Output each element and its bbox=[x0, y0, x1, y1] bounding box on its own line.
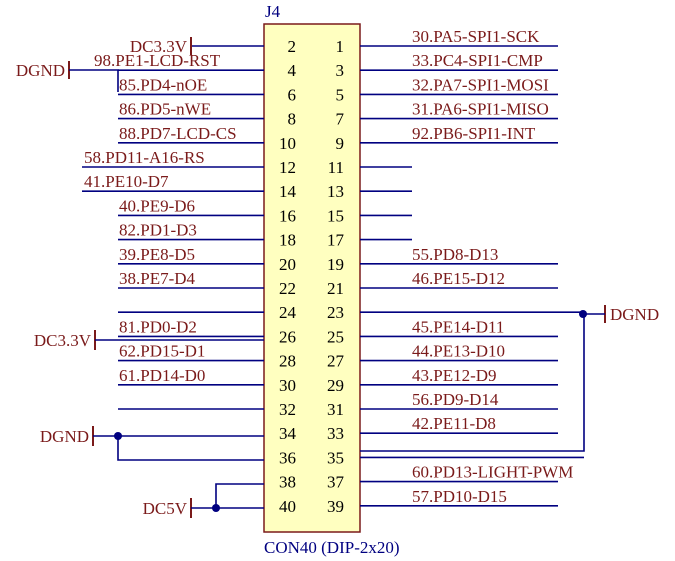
component-designator: J4 bbox=[265, 2, 281, 21]
net-label-left[interactable]: 62.PD15-D1 bbox=[119, 342, 205, 361]
pin-number-left: 2 bbox=[288, 37, 297, 56]
pin-number-right: 17 bbox=[327, 231, 345, 250]
net-label-left[interactable]: 40.PE9-D6 bbox=[119, 196, 195, 215]
net-label-right[interactable]: 43.PE12-D9 bbox=[412, 366, 497, 385]
net-label-left[interactable]: 86.PD5-nWE bbox=[119, 100, 211, 119]
pin-number-left: 4 bbox=[288, 61, 297, 80]
svg-text:DGND: DGND bbox=[610, 305, 659, 324]
net-label-right[interactable]: 57.PD10-D15 bbox=[412, 487, 507, 506]
junction-dot bbox=[212, 504, 220, 512]
pin-number-right: 33 bbox=[327, 424, 344, 443]
net-label-right[interactable]: 56.PD9-D14 bbox=[412, 390, 499, 409]
pin-number-left: 22 bbox=[279, 279, 296, 298]
net-labels: 30.PA5-SPI1-SCK 98.PE1-LCD-RST 33.PC4-SPI1… bbox=[84, 27, 573, 506]
net-label-left[interactable]: 39.PE8-D5 bbox=[119, 245, 195, 264]
net-label-right[interactable]: 44.PE13-D10 bbox=[412, 342, 505, 361]
pin-number-right: 23 bbox=[327, 303, 344, 322]
pin-number-left: 28 bbox=[279, 352, 296, 371]
svg-text:DGND: DGND bbox=[40, 427, 89, 446]
ground-port-dgnd-right[interactable]: DGND bbox=[360, 305, 659, 452]
power-port-dc5v[interactable]: DC5V bbox=[143, 483, 264, 518]
pin-number-left: 40 bbox=[279, 497, 296, 516]
net-label-left[interactable]: 82.PD1-D3 bbox=[119, 221, 197, 240]
pin-number-right: 19 bbox=[327, 255, 344, 274]
junction-dot bbox=[114, 432, 122, 440]
net-label-left[interactable]: 58.PD11-A16-RS bbox=[84, 148, 205, 167]
svg-text:DC3.3V: DC3.3V bbox=[130, 37, 188, 56]
pin-wires bbox=[82, 45, 584, 507]
pin-number-left: 26 bbox=[279, 327, 296, 346]
net-label-right[interactable]: 45.PE14-D11 bbox=[412, 317, 504, 336]
connector-body[interactable] bbox=[263, 23, 361, 533]
pin-number-right: 25 bbox=[327, 327, 344, 346]
pin-number-right: 15 bbox=[327, 206, 344, 225]
pin-number-left: 38 bbox=[279, 473, 296, 492]
junction-dot bbox=[579, 310, 587, 318]
power-port-dc33-top[interactable]: DC3.3V bbox=[130, 37, 192, 56]
component-part-name: CON40 (DIP-2x20) bbox=[264, 538, 400, 557]
net-label-left[interactable]: 98.PE1-LCD-RST bbox=[94, 51, 221, 70]
pin-number-right: 31 bbox=[327, 400, 344, 419]
pin-number-left: 34 bbox=[279, 424, 297, 443]
net-label-right[interactable]: 42.PE11-D8 bbox=[412, 414, 496, 433]
pin-number-left: 6 bbox=[288, 85, 297, 104]
net-label-left[interactable]: 38.PE7-D4 bbox=[119, 269, 196, 288]
net-label-right[interactable]: 32.PA7-SPI1-MOSI bbox=[412, 75, 549, 94]
pin-number-right: 29 bbox=[327, 376, 344, 395]
pin-number-right: 35 bbox=[327, 448, 344, 467]
pin-number-right: 7 bbox=[336, 110, 345, 129]
pin-number-right: 1 bbox=[336, 37, 345, 56]
svg-text:DC3.3V: DC3.3V bbox=[34, 331, 92, 350]
pin-number-left: 18 bbox=[279, 231, 296, 250]
pin-number-right: 39 bbox=[327, 497, 344, 516]
net-label-left[interactable]: 61.PD14-D0 bbox=[119, 366, 205, 385]
net-label-right[interactable]: 30.PA5-SPI1-SCK bbox=[412, 27, 540, 46]
net-label-left[interactable]: 88.PD7-LCD-CS bbox=[119, 124, 237, 143]
svg-text:DC5V: DC5V bbox=[143, 499, 188, 518]
pin-number-left: 16 bbox=[279, 206, 296, 225]
net-label-right[interactable]: 92.PB6-SPI1-INT bbox=[412, 124, 536, 143]
net-label-right[interactable]: 33.PC4-SPI1-CMP bbox=[412, 51, 543, 70]
pin-number-right: 37 bbox=[327, 473, 345, 492]
pin-number-left: 14 bbox=[279, 182, 297, 201]
net-label-right[interactable]: 31.PA6-SPI1-MISO bbox=[412, 100, 549, 119]
pin-number-right: 13 bbox=[327, 182, 344, 201]
ground-port-dgnd-top[interactable]: DGND bbox=[16, 61, 119, 92]
power-port-dc33-mid[interactable]: DC3.3V bbox=[34, 330, 264, 350]
net-label-right[interactable]: 55.PD8-D13 bbox=[412, 245, 498, 264]
pin-number-left: 20 bbox=[279, 255, 296, 274]
ground-port-dgnd-bottom[interactable]: DGND bbox=[40, 426, 264, 461]
net-label-right[interactable]: 60.PD13-LIGHT-PWM bbox=[412, 463, 573, 482]
pin-number-left: 32 bbox=[279, 400, 296, 419]
pin-number-right: 9 bbox=[336, 134, 345, 153]
pin-number-left: 10 bbox=[279, 134, 296, 153]
net-label-right[interactable]: 46.PE15-D12 bbox=[412, 269, 505, 288]
net-label-left[interactable]: 81.PD0-D2 bbox=[119, 317, 197, 336]
pin-number-right: 5 bbox=[336, 85, 345, 104]
pin-number-left: 24 bbox=[279, 303, 297, 322]
pin-number-right: 27 bbox=[327, 352, 345, 371]
pin-number-right: 11 bbox=[328, 158, 344, 177]
pin-number-right: 3 bbox=[336, 61, 345, 80]
svg-text:DGND: DGND bbox=[16, 61, 65, 80]
pin-number-left: 36 bbox=[279, 448, 296, 467]
pin-number-left: 12 bbox=[279, 158, 296, 177]
pin-number-right: 21 bbox=[327, 279, 344, 298]
pin-number-left: 8 bbox=[288, 110, 297, 129]
net-label-left[interactable]: 41.PE10-D7 bbox=[84, 172, 169, 191]
pin-number-left: 30 bbox=[279, 376, 296, 395]
net-label-left[interactable]: 85.PD4-nOE bbox=[119, 75, 207, 94]
